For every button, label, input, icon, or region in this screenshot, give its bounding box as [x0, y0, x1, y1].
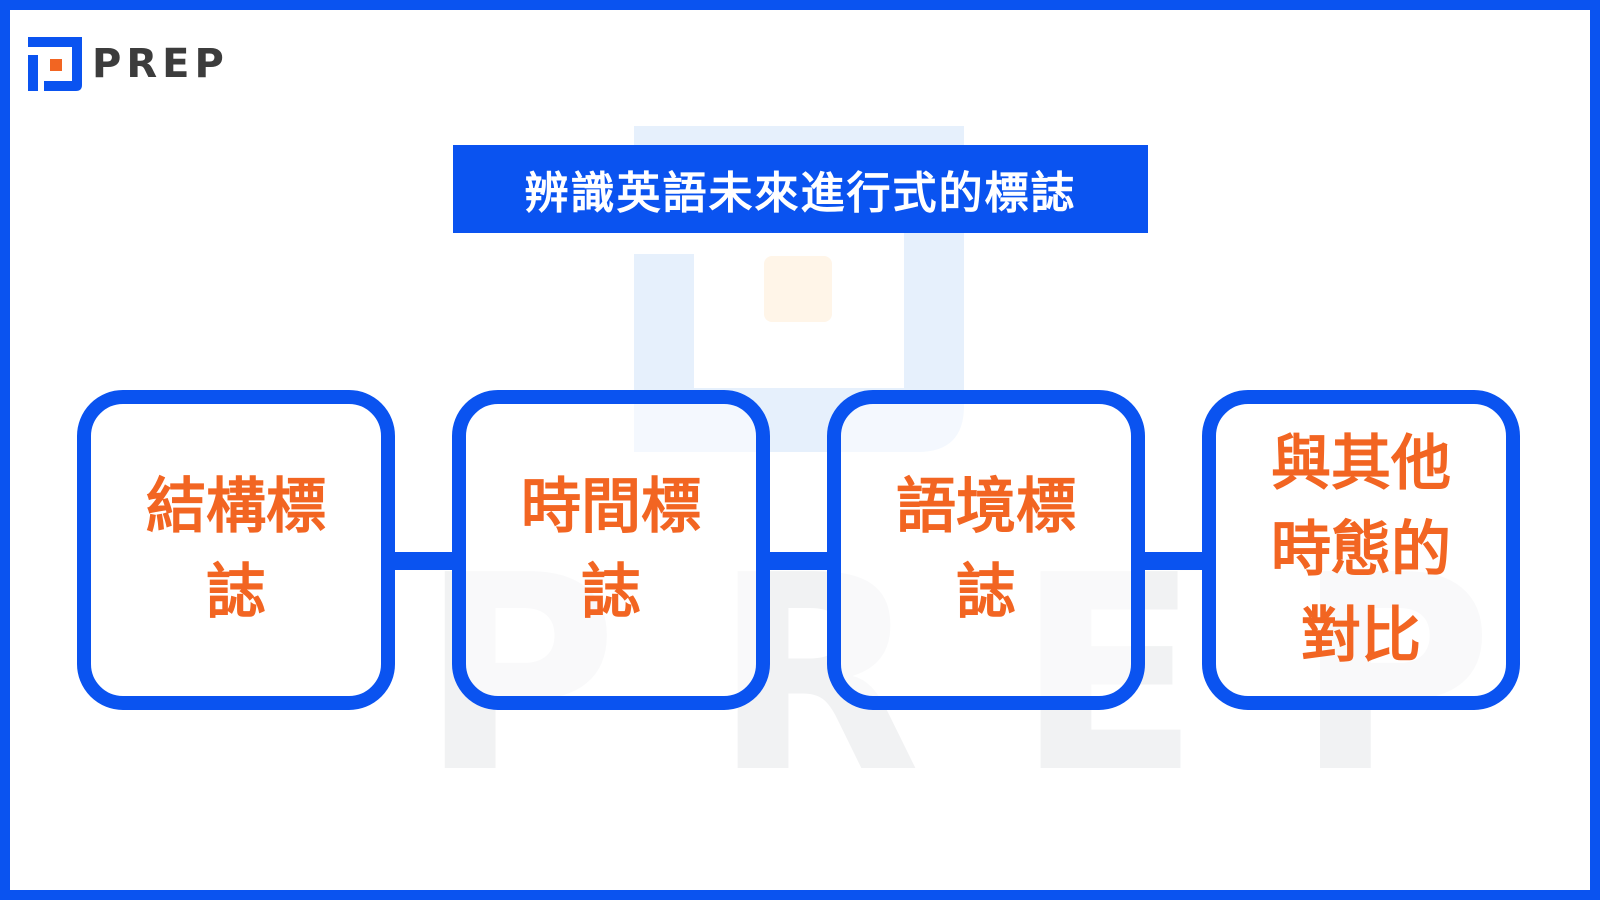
box-time-markers: 時間標誌 — [452, 390, 770, 710]
box-tense-comparison: 與其他時態的對比 — [1202, 390, 1520, 710]
box-label: 與其他時態的對比 — [1271, 429, 1451, 671]
box-context-markers: 語境標誌 — [827, 390, 1145, 710]
connector-2-3 — [770, 552, 830, 570]
prep-logo-icon — [28, 37, 82, 91]
connector-1-2 — [395, 552, 455, 570]
box-structure-markers: 結構標誌 — [77, 390, 395, 710]
diagram-title-text: 辨識英語未來進行式的標誌 — [524, 168, 1077, 219]
box-label: 時間標誌 — [521, 472, 701, 628]
box-label: 結構標誌 — [146, 472, 326, 628]
prep-logo[interactable]: PREP — [28, 36, 229, 92]
logo-text: PREP — [92, 41, 229, 87]
box-label: 語境標誌 — [896, 472, 1076, 628]
connector-3-4 — [1145, 552, 1205, 570]
diagram-title: 辨識英語未來進行式的標誌 — [453, 145, 1148, 233]
